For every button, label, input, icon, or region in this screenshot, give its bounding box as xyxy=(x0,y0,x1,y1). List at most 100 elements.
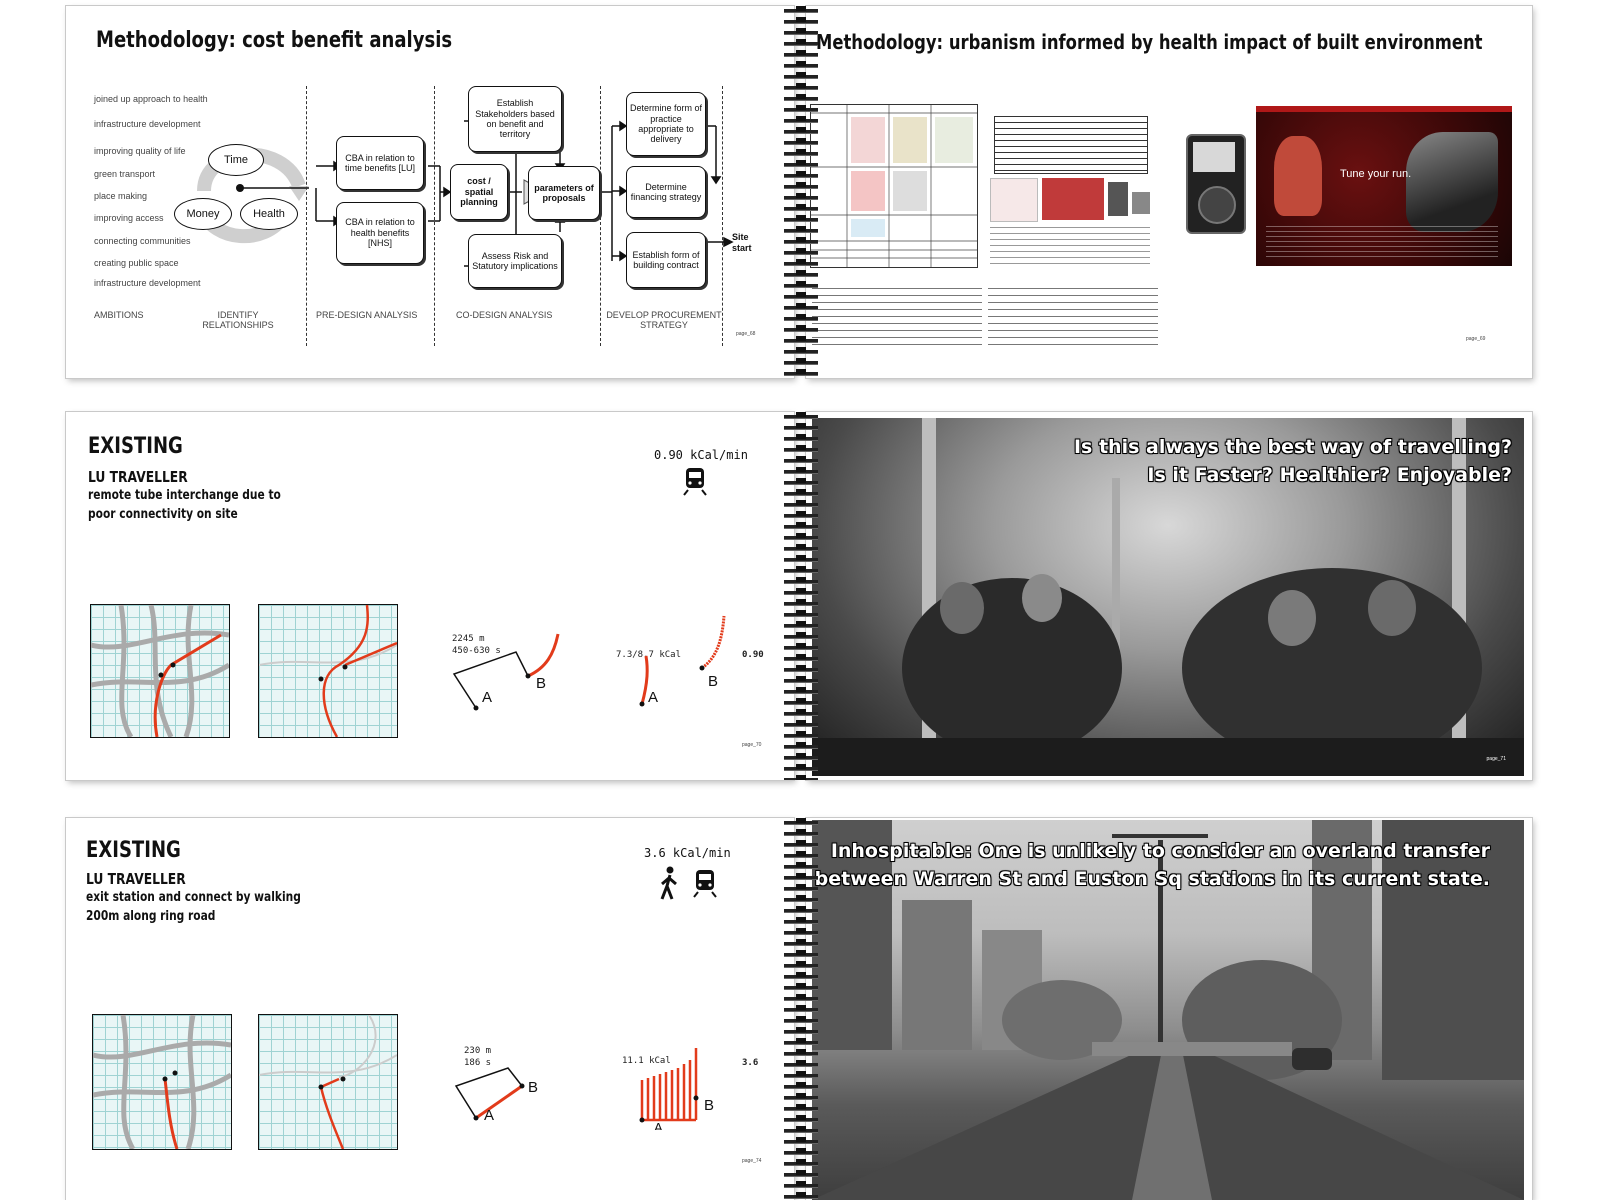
page-number: page_71 xyxy=(1486,756,1506,762)
stage-label: PRE-DESIGN ANALYSIS xyxy=(316,310,418,320)
figure-caption xyxy=(990,224,1150,268)
list-item: creating public space xyxy=(94,258,179,268)
time-ellipse: Time xyxy=(208,144,264,176)
spiral-binding xyxy=(784,412,818,780)
page-number: page_69 xyxy=(1466,336,1486,342)
distance-label: 2245 m xyxy=(452,634,485,644)
list-item: improving quality of life xyxy=(94,146,186,156)
time-label: 450-630 s xyxy=(452,646,501,656)
page-title: Methodology: cost benefit analysis xyxy=(96,28,453,53)
svg-text:A: A xyxy=(482,689,492,706)
photo-caption: Is it Faster? Healthier? Enjoyable? xyxy=(1147,464,1512,486)
photo-caption: Inhospitable: One is unlikely to conside… xyxy=(830,840,1490,862)
svg-text:A: A xyxy=(648,689,658,706)
financing-box: Determine financing strategy xyxy=(626,166,706,218)
spiral-binding xyxy=(784,818,818,1200)
contract-box: Establish form of building contract xyxy=(626,232,706,288)
route-map xyxy=(258,1014,398,1150)
description-line: poor connectivity on site xyxy=(88,507,238,522)
train-icon xyxy=(683,468,707,496)
energy-rate: 0.90 kCal/min xyxy=(654,448,748,462)
list-item: improving access xyxy=(94,213,164,223)
ad-slogan: Tune your run. xyxy=(1340,168,1412,180)
practice-box: Determine form of practice appropriate t… xyxy=(626,92,706,156)
stage-label: AMBITIONS xyxy=(94,310,144,320)
activity-table xyxy=(810,104,978,268)
street-shapes xyxy=(812,820,1524,1200)
spread-cost-benefit: Methodology: cost benefit analysis joine… xyxy=(66,6,1532,378)
walking-person-icon xyxy=(660,866,677,900)
page-number: page_74 xyxy=(742,1158,762,1164)
photo-caption: Is this always the best way of travellin… xyxy=(1073,436,1512,458)
cba-health-box: CBA in relation to health benefits [NHS] xyxy=(336,202,424,264)
svg-text:B: B xyxy=(704,1097,714,1114)
walking-route-diagram: A B xyxy=(454,1067,538,1124)
svg-text:B: B xyxy=(708,673,718,690)
stage-divider xyxy=(306,86,307,346)
device-thumbnail xyxy=(1132,192,1150,214)
svg-text:B: B xyxy=(528,1079,538,1096)
spread-lu-traveller-interchange: EXISTING LU TRAVELLER remote tube interc… xyxy=(66,412,1532,780)
list-item: infrastructure development xyxy=(94,278,201,288)
distance-label: 230 m xyxy=(464,1046,492,1056)
map-thumbnail xyxy=(1042,178,1104,220)
list-item: connecting communities xyxy=(94,236,191,246)
site-start-label: Site start xyxy=(732,232,752,253)
stage-divider xyxy=(434,86,435,346)
list-item: place making xyxy=(94,191,148,201)
traveller-label: LU TRAVELLER xyxy=(88,468,188,486)
energy-table xyxy=(994,116,1148,174)
money-ellipse: Money xyxy=(174,198,232,230)
stage-divider xyxy=(600,86,601,346)
page-street-photo: Inhospitable: One is unlikely to conside… xyxy=(806,818,1532,1200)
stage-label: DEVELOP PROCUREMENT STRATEGY xyxy=(606,310,722,330)
site-map xyxy=(92,1014,233,1151)
map-thumbnail xyxy=(990,178,1038,222)
section-heading: EXISTING xyxy=(88,434,183,459)
stage-label: CO-DESIGN ANALYSIS xyxy=(456,310,553,320)
kcal-label: 11.1 kCal xyxy=(622,1056,671,1066)
spiral-binding xyxy=(784,6,818,378)
table-grid xyxy=(811,105,977,267)
photo-caption: between Warren St and Euston Sq stations… xyxy=(814,868,1490,890)
route-map xyxy=(258,604,398,738)
carriage-shapes xyxy=(812,418,1524,776)
description-line: 200m along ring road xyxy=(86,909,216,924)
svg-text:A: A xyxy=(654,1120,663,1130)
music-player-image xyxy=(1186,134,1246,234)
page-tube-photo: Is this always the best way of travellin… xyxy=(806,412,1532,780)
page-urbanism: Methodology: urbanism informed by health… xyxy=(806,6,1532,378)
stage-divider xyxy=(722,86,723,346)
cost-spatial-box: cost / spatial planning xyxy=(450,164,508,220)
page-cost-benefit: Methodology: cost benefit analysis joine… xyxy=(66,6,794,378)
side-value: 0.90 xyxy=(742,650,764,660)
energy-rate: 3.6 kCal/min xyxy=(644,846,731,860)
walking-route-diagram: A B xyxy=(452,633,560,711)
site-map xyxy=(90,604,231,739)
traveller-label: LU TRAVELLER xyxy=(86,870,186,888)
side-value: 3.6 xyxy=(742,1058,759,1068)
list-item: green transport xyxy=(94,169,156,179)
svg-text:A: A xyxy=(484,1107,494,1124)
tube-carriage-photo: Is this always the best way of travellin… xyxy=(812,418,1524,776)
description-line: exit station and connect by walking xyxy=(86,890,301,905)
running-ad-image: Tune your run. xyxy=(1256,106,1512,266)
page-title: Methodology: urbanism informed by health… xyxy=(816,30,1483,54)
page-number: page_70 xyxy=(742,742,762,748)
parameters-box: parameters of proposals xyxy=(528,166,600,220)
energy-bar-diagram: A B xyxy=(639,1048,714,1130)
stage-label: IDENTIFY RELATIONSHIPS xyxy=(202,310,274,330)
body-text-column xyxy=(988,284,1158,350)
list-item: infrastructure development xyxy=(94,119,201,129)
description-line: remote tube interchange due to xyxy=(88,488,281,503)
stakeholders-box: Establish Stakeholders based on benefit … xyxy=(468,86,562,152)
train-icon xyxy=(693,870,717,898)
kcal-label: 7.3/8.7 kCal xyxy=(616,650,682,660)
section-heading: EXISTING xyxy=(86,838,181,863)
body-text-column xyxy=(812,284,982,350)
time-label: 186 s xyxy=(464,1058,492,1068)
page-walking-transfer: EXISTING LU TRAVELLER exit station and c… xyxy=(66,818,794,1200)
list-item: joined up approach to health xyxy=(94,94,208,104)
page-interchange: EXISTING LU TRAVELLER remote tube interc… xyxy=(66,412,794,780)
device-thumbnail xyxy=(1108,182,1128,216)
